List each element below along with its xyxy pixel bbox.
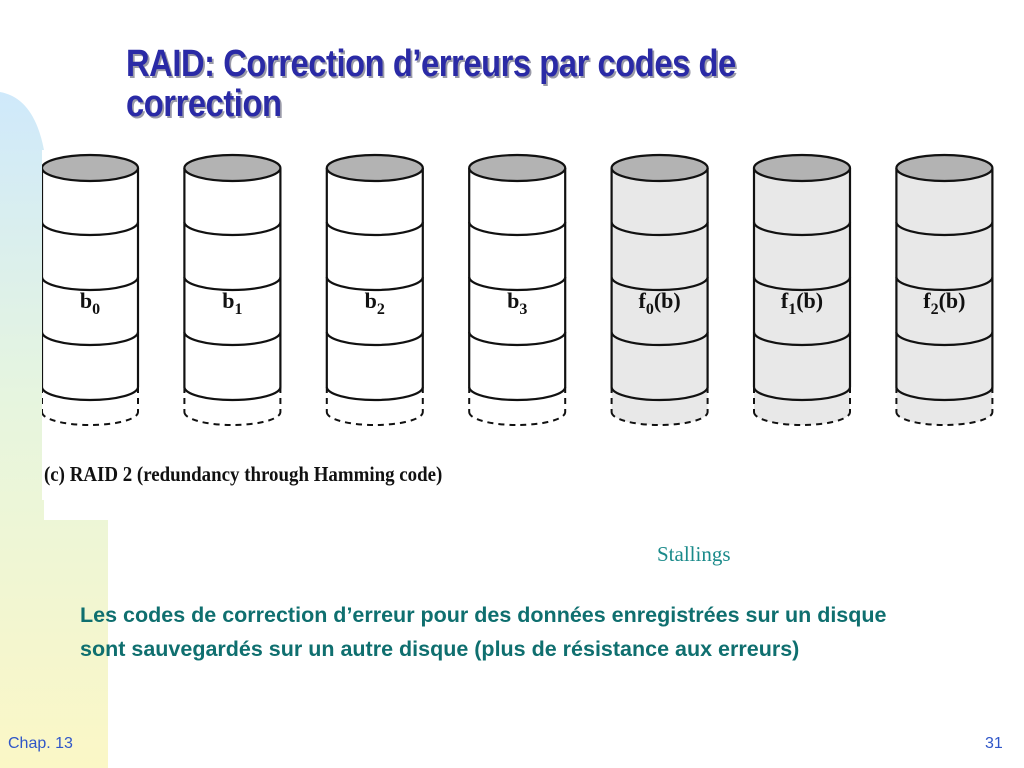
disk-stripe	[42, 221, 140, 237]
disk-stripe	[752, 331, 852, 347]
disk-stripe	[752, 386, 852, 402]
disk-f1: f1(b)	[752, 153, 852, 426]
disk-stripe	[42, 276, 140, 292]
disk-f0: f0(b)	[610, 153, 709, 426]
disk-stripe	[610, 331, 709, 347]
disk-b0: b0	[42, 153, 140, 426]
disk-label: f0(b)	[638, 288, 680, 318]
disk-stripe	[752, 221, 852, 237]
disk-stripe	[183, 221, 282, 237]
disk-stripe	[468, 331, 567, 347]
raid2-diagram: b0 b1 b2 b3 f0(b) f1(b) f2(b)	[42, 150, 1002, 500]
disk-b2: b2	[325, 153, 424, 426]
disk-top	[42, 153, 140, 183]
disk-stripe	[183, 276, 282, 292]
disk-label: b2	[365, 288, 385, 318]
disk-stripe	[42, 331, 140, 347]
disk-f2: f2(b)	[895, 153, 994, 426]
disk-array: b0 b1 b2 b3 f0(b) f1(b) f2(b)	[42, 153, 994, 426]
disk-label: b1	[222, 288, 242, 318]
disk-stripe	[325, 221, 424, 237]
disk-top	[610, 153, 709, 183]
disk-bottom-dashed	[325, 411, 424, 426]
disk-stripe	[468, 276, 567, 292]
disk-stripe	[325, 386, 424, 402]
disk-b3: b3	[468, 153, 567, 426]
disk-stripe	[610, 221, 709, 237]
disk-stripe	[325, 276, 424, 292]
disk-b1: b1	[183, 153, 282, 426]
disk-stripe	[610, 386, 709, 402]
diagram-caption: (c) RAID 2 (redundancy through Hamming c…	[44, 462, 443, 486]
disk-stripe	[42, 386, 140, 402]
disk-label: b3	[507, 288, 527, 318]
disk-top	[895, 153, 994, 183]
disk-stripe	[468, 386, 567, 402]
disk-bottom-dashed	[468, 411, 567, 426]
disk-stripe	[610, 276, 709, 292]
disk-top	[325, 153, 424, 183]
disk-bottom-dashed	[42, 411, 139, 426]
disk-stripe	[895, 386, 994, 402]
disk-stripe	[752, 276, 852, 292]
source-credit: Stallings	[657, 542, 731, 566]
disk-stripe	[325, 331, 424, 347]
disk-stripe	[183, 386, 282, 402]
disk-label: b0	[80, 288, 100, 318]
disk-top	[183, 153, 282, 183]
disk-label: f1(b)	[781, 288, 823, 318]
body-text: Les codes de correction d’erreur pour de…	[80, 603, 887, 661]
footer-page-number: 31	[985, 735, 1003, 752]
footer-chapter: Chap. 13	[8, 735, 73, 752]
slide-title: RAID: Correction d’erreurs par codes de …	[126, 43, 736, 125]
disk-bottom-dashed	[183, 411, 282, 426]
disk-stripe	[468, 221, 567, 237]
disk-stripe	[183, 331, 282, 347]
disk-label: f2(b)	[923, 288, 965, 318]
left-decoration	[0, 92, 108, 768]
disk-stripe	[895, 276, 994, 292]
disk-top	[468, 153, 567, 183]
disk-top	[752, 153, 852, 183]
disk-stripe	[895, 331, 994, 347]
disk-stripe	[895, 221, 994, 237]
